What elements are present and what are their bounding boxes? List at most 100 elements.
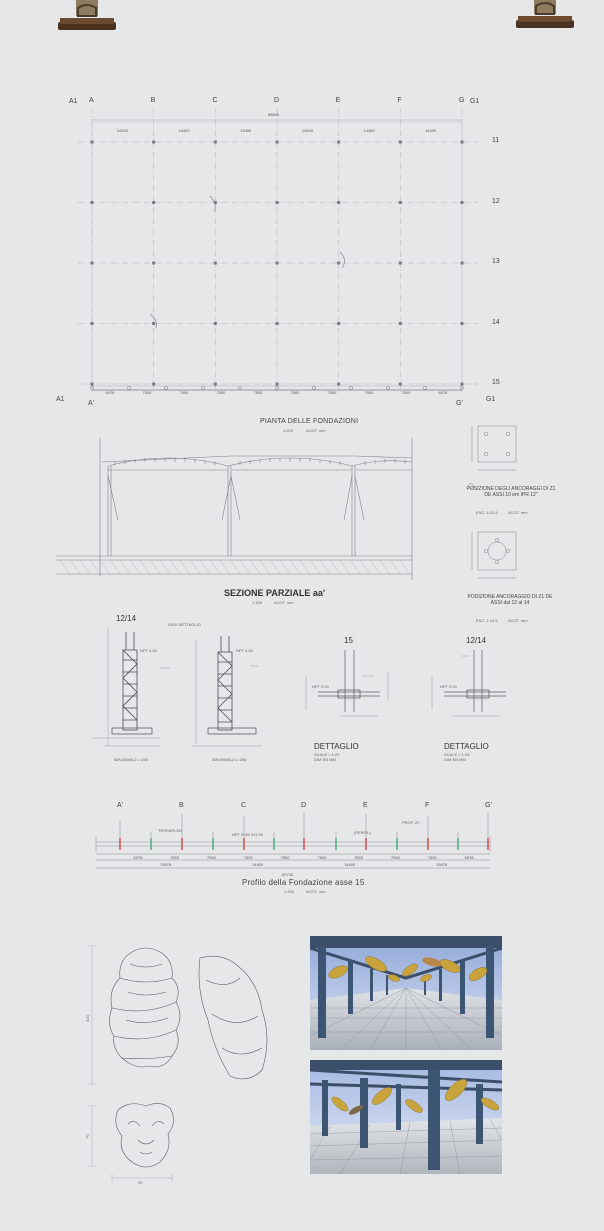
profile-dim: 7500 [170, 855, 180, 860]
binder-clip-left-icon [56, 0, 118, 36]
profile-overall: 60730 [282, 872, 294, 877]
plan-bottom-dim: 7500 [216, 390, 226, 395]
profile-dim: 7500 [427, 855, 437, 860]
dettaglio-units-2: DIM EN MM [444, 757, 466, 762]
footing-marker [398, 140, 402, 144]
profile-terrain: TERRAPLEN [158, 828, 183, 833]
profile-prof: PROF. Z0 [402, 820, 420, 825]
footing-marker [90, 201, 94, 204]
plan-overall-dim: 88600 [268, 112, 280, 117]
profile-axis-label: G' [485, 802, 492, 809]
binder-clip-right-icon [514, 0, 576, 32]
footing-marker [423, 386, 427, 390]
plan-column-label: A [89, 97, 94, 104]
section-scale: 1:100 [252, 600, 263, 605]
anchor1-scale: ESC. 1:12.5 [476, 510, 498, 515]
plan-column-label: E [335, 97, 341, 104]
profile-units: ACOT. mm [306, 889, 326, 894]
plan-row-label: 13 [492, 258, 500, 265]
detail-label-b: 15 [344, 636, 353, 645]
plan-row-label: 12 [492, 197, 500, 205]
plan-bottom-dim: 6978 [438, 390, 448, 395]
profile-axis-label: B [179, 802, 184, 809]
detail-rebar-b: 5Ø\u00d812 L=206 [212, 757, 247, 762]
profile-title: Profilo della Fondazione asse 15 [242, 878, 365, 887]
footing-marker [460, 386, 464, 390]
dettaglio-scale-2: SCALE = 1:25 [444, 752, 470, 757]
footing-marker [398, 261, 402, 265]
footing-marker [275, 261, 279, 265]
footing-marker [90, 322, 94, 325]
detail-npt-c: NPT 0.00 [312, 684, 329, 689]
profile-dim-2: 14400 [344, 862, 356, 867]
footing-marker [386, 386, 390, 390]
plan-corner-bl: A1 [56, 396, 65, 403]
profile-dim: 7500 [354, 855, 364, 860]
footing-marker [201, 386, 205, 390]
profile-dim: 7500 [280, 855, 290, 860]
plan-bottom-dim: 7500 [290, 390, 300, 395]
detail-npt-a: NPT 0.00 [140, 648, 157, 653]
footing-marker [275, 386, 279, 390]
profile-dim: 7500 [207, 855, 216, 860]
plan-bottom-dim: 7500 [401, 390, 411, 395]
anchor1-caption: POSIZIONE DEGLI ANCORAGGI DI Z1 DE ASSI … [466, 486, 556, 498]
plan-row-label: 15 [492, 379, 500, 386]
footing-marker [460, 140, 464, 144]
footing-marker [213, 140, 217, 144]
detail-npt-b: NPT 0.00 [236, 648, 253, 653]
footing-marker [337, 382, 341, 386]
plan-bottom-dim: 6978 [105, 390, 115, 395]
footing-marker [398, 382, 402, 386]
plan-column-label: F [397, 97, 402, 104]
footing-marker [337, 322, 341, 325]
footing-marker [275, 382, 279, 386]
plan-axis-bottom-left: A' [88, 400, 95, 407]
dettaglio-title-1: DETTAGLIO [314, 742, 359, 751]
footing-marker [312, 386, 316, 390]
dettaglio-scale-1: SCALE = 1:25 [314, 752, 340, 757]
profile-dim-2: 13978 [436, 862, 448, 867]
footing-marker [213, 201, 217, 204]
footing-marker [275, 322, 279, 325]
footing-marker [90, 140, 94, 144]
section-units: ACOT. mm [274, 600, 294, 605]
profile-dim-2: 13978 [160, 862, 172, 867]
footing-marker [164, 386, 168, 390]
profile-dim: 6978 [464, 855, 474, 860]
detail-label-c: 12/14 [466, 636, 487, 645]
profile-dim: 7500 [243, 855, 253, 860]
sketch-dim-height-2: 70 [84, 1134, 90, 1139]
plan-top-dim: 14400 [363, 128, 375, 133]
footing-marker [398, 322, 402, 325]
footing-marker [127, 386, 131, 390]
footing-marker [275, 201, 279, 204]
footing-marker [152, 382, 156, 386]
plan-row-label: 11 [492, 137, 500, 144]
plan-column-label: B [150, 97, 156, 104]
profile-axis-label: C [241, 802, 247, 809]
profile-dim: 6978 [133, 855, 143, 860]
detail-label-a: 12/14 [116, 614, 137, 623]
footing-marker [213, 322, 217, 325]
footing-marker [460, 261, 464, 265]
dettaglio-units-1: DIM EN MM [314, 757, 336, 762]
footing-marker [213, 261, 217, 265]
anchor2-units: ACOT. mm [508, 618, 528, 623]
footing-marker [460, 201, 464, 204]
foundation-plan-drawing [78, 108, 478, 394]
footing-marker [460, 382, 464, 386]
plan-bottom-dim: 7500 [327, 390, 337, 395]
profile-axis-label: E [363, 802, 368, 809]
footing-marker [398, 201, 402, 204]
plan-scale: 1:200 [283, 428, 294, 433]
plan-top-dim: 14400 [240, 128, 252, 133]
render-perspective-2 [310, 1060, 502, 1174]
footing-marker [238, 386, 242, 390]
plan-bottom-dim: 7500 [364, 390, 374, 395]
anchor2-caption: PODIZIONE ANCORAGGIO DI Z1 DE ASSI dal 1… [467, 594, 553, 606]
profile-perfil: (PERFIL) [354, 830, 371, 835]
footing-marker [337, 261, 341, 265]
footing-marker [152, 261, 156, 265]
